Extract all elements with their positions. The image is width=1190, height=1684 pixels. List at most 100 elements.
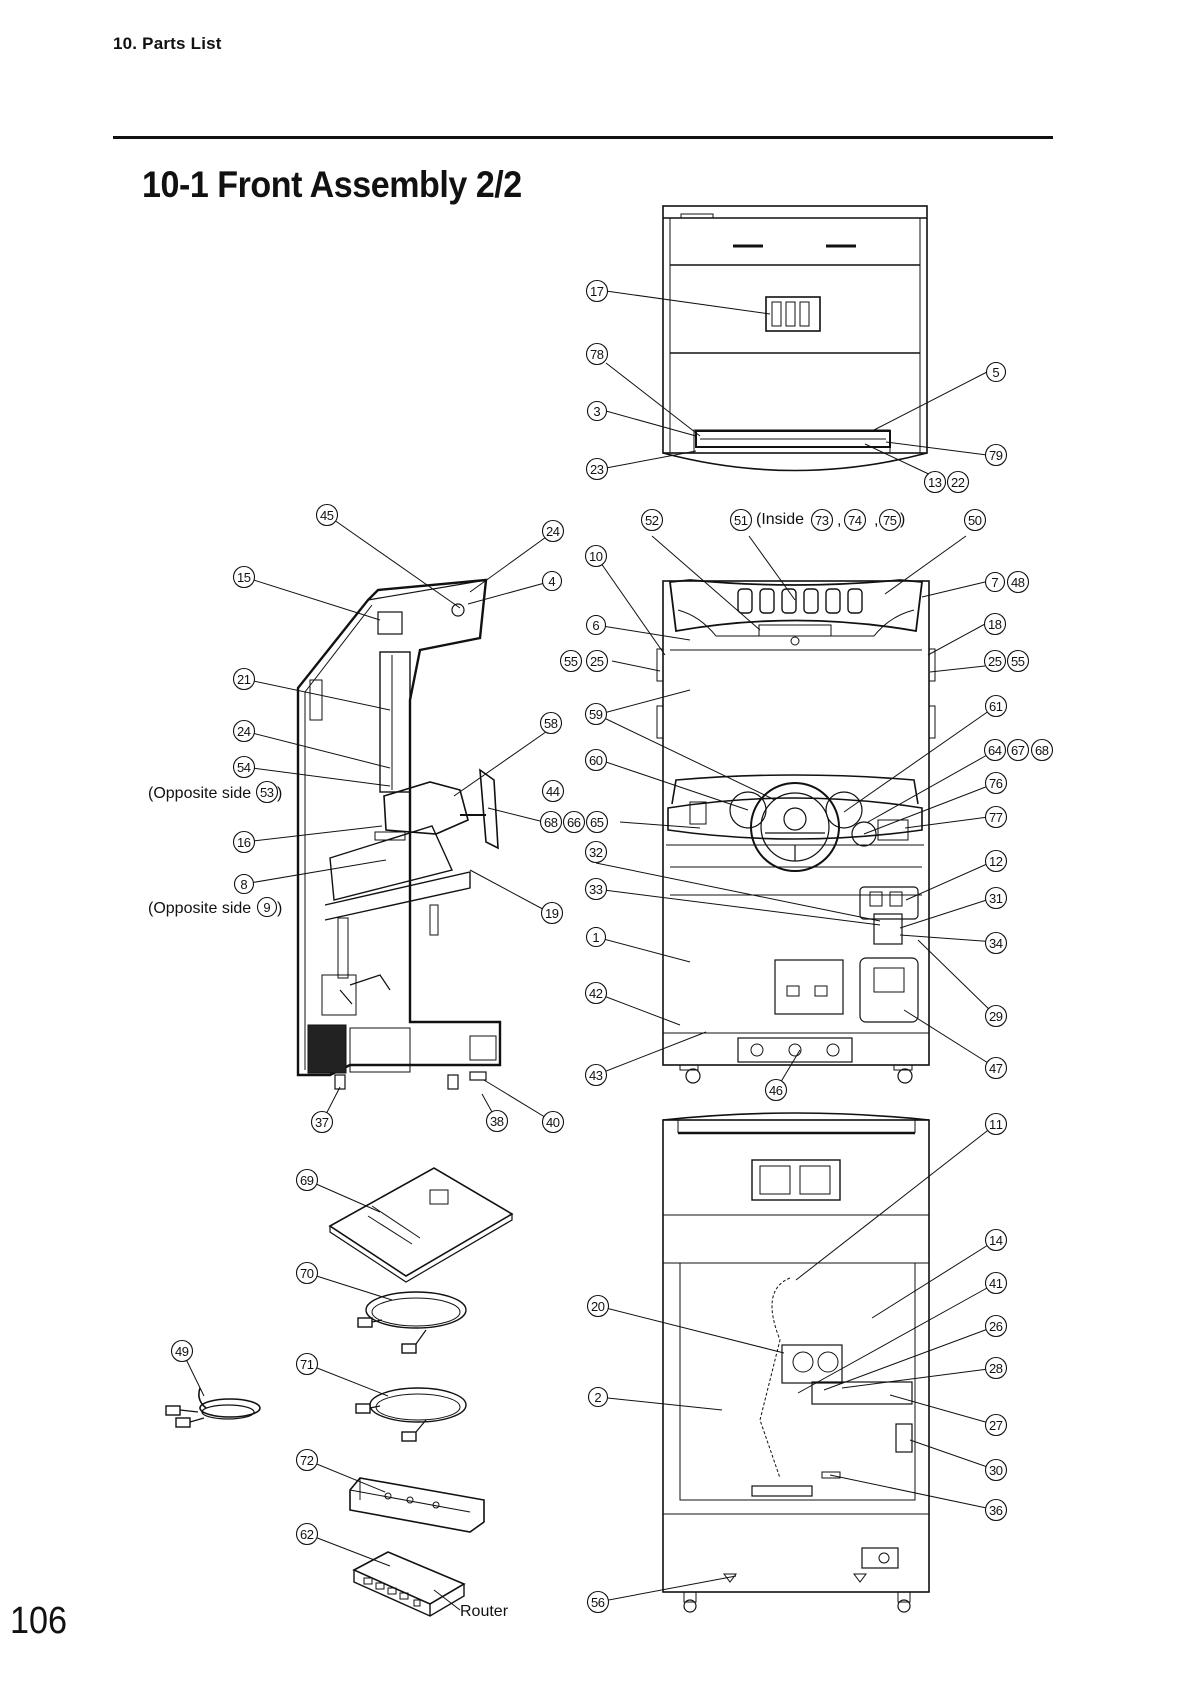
- callout-77: 77: [984, 805, 1008, 829]
- callout-circle: [584, 702, 608, 726]
- callout-70: 70: [295, 1261, 319, 1285]
- callout-71: 71: [295, 1352, 319, 1376]
- callout-number: 52: [645, 513, 659, 528]
- callout-number: 3: [593, 404, 600, 419]
- callout-6: 6: [585, 614, 607, 636]
- callout-circle: [584, 1063, 608, 1087]
- callout-number: 78: [590, 347, 604, 362]
- callout-46: 46: [764, 1078, 788, 1102]
- callout-circle: [232, 830, 256, 854]
- callout-number: 28: [989, 1361, 1003, 1376]
- callout-circle: [585, 457, 609, 481]
- middle-cabinet-view: [656, 579, 936, 1084]
- manual-book: [328, 1167, 514, 1283]
- callout-circle: [946, 470, 970, 494]
- callout-circle: [984, 1112, 1008, 1136]
- callout-number: 25: [988, 654, 1002, 669]
- callout-23: 23: [585, 457, 609, 481]
- callout-30: 30: [984, 1458, 1008, 1482]
- callout-55: 55: [559, 649, 583, 673]
- callout-circle: [729, 508, 753, 532]
- callout-circle: [984, 1271, 1008, 1295]
- callout-56: 56: [586, 1590, 610, 1614]
- callout-circle: [232, 719, 256, 743]
- callout-76: 76: [984, 771, 1008, 795]
- callout-number: 60: [589, 753, 603, 768]
- callout-14: 14: [984, 1228, 1008, 1252]
- callout-51: 51: [729, 508, 753, 532]
- callout-number: 21: [237, 672, 251, 687]
- callout-number: 68: [1035, 743, 1049, 758]
- callout-number: 43: [589, 1068, 603, 1083]
- header-rule: [113, 136, 1053, 139]
- callout-circle: [585, 614, 607, 636]
- callout-68: 68: [539, 810, 563, 834]
- callout-circle: [255, 780, 279, 804]
- callout-48: 48: [1006, 570, 1030, 594]
- callout-number: 32: [589, 845, 603, 860]
- callout-number: 8: [240, 877, 247, 892]
- callout-number: 41: [989, 1276, 1003, 1291]
- callout-74: 74: [843, 508, 867, 532]
- callout-circle: [584, 544, 608, 568]
- callout-55: 55: [1006, 649, 1030, 673]
- callout-circle: [984, 443, 1008, 467]
- callout-circle: [232, 565, 256, 589]
- callout-number: 51: [734, 513, 748, 528]
- callout-number: 15: [237, 570, 251, 585]
- callout-circle: [878, 508, 902, 532]
- callout-number: 48: [1011, 575, 1025, 590]
- callout-number: 23: [590, 462, 604, 477]
- callout-circle: [485, 1109, 509, 1133]
- callout-73: 73: [810, 508, 834, 532]
- callout-number: 54: [237, 760, 251, 775]
- callout-65: 65: [585, 810, 609, 834]
- callout-circle: [170, 1339, 194, 1363]
- callout-circle: [585, 342, 609, 366]
- callout-number: 55: [1011, 654, 1025, 669]
- callout-1: 1: [585, 926, 607, 948]
- side-view: [296, 578, 502, 1090]
- page-number: 106: [10, 1600, 68, 1642]
- callout-circle: [984, 805, 1008, 829]
- callout-number: 9: [263, 900, 270, 915]
- callout-25: 25: [585, 649, 609, 673]
- callout-79: 79: [984, 443, 1008, 467]
- note-inside-comma-2: ,: [874, 512, 878, 529]
- callout-50: 50: [963, 508, 987, 532]
- callout-number: 40: [546, 1115, 560, 1130]
- callout-number: 53: [260, 785, 274, 800]
- router: [352, 1551, 466, 1617]
- callout-number: 30: [989, 1463, 1003, 1478]
- callout-36: 36: [984, 1498, 1008, 1522]
- callout-number: 38: [490, 1114, 504, 1129]
- callout-number: 76: [989, 776, 1003, 791]
- callout-circle: [256, 896, 278, 918]
- callout-12: 12: [984, 849, 1008, 873]
- callout-circle: [984, 1458, 1008, 1482]
- note-opposite-side-a-close: ): [277, 785, 282, 802]
- callout-circle: [540, 901, 564, 925]
- callout-number: 56: [591, 1595, 605, 1610]
- callout-37: 37: [310, 1110, 334, 1134]
- callout-number: 25: [590, 654, 604, 669]
- callout-24: 24: [541, 519, 565, 543]
- callout-number: 50: [968, 513, 982, 528]
- callout-20: 20: [586, 1294, 610, 1318]
- callout-number: 1: [592, 930, 599, 945]
- callout-circle: [584, 981, 608, 1005]
- callout-number: 14: [989, 1233, 1003, 1248]
- callout-circle: [984, 1356, 1008, 1380]
- cable-70: [357, 1291, 467, 1354]
- callout-number: 58: [544, 716, 558, 731]
- callout-number: 74: [848, 513, 862, 528]
- callout-2: 2: [587, 1386, 609, 1408]
- callout-circle: [985, 361, 1007, 383]
- callout-11: 11: [984, 1112, 1008, 1136]
- callout-number: 66: [567, 815, 581, 830]
- callout-circle: [984, 1056, 1008, 1080]
- callout-54: 54: [232, 755, 256, 779]
- callout-22: 22: [946, 470, 970, 494]
- callout-10: 10: [584, 544, 608, 568]
